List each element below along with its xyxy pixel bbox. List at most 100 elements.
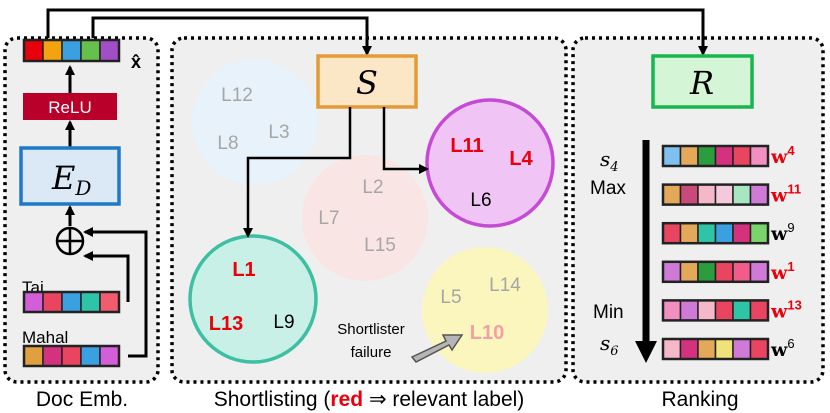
cluster-1-label-c: L3 <box>268 122 289 143</box>
ranked-row-1-vector-cell-2 <box>679 145 699 167</box>
cluster-2-label-a: L2 <box>362 177 383 198</box>
ranked-row-6-vector-cell-6 <box>749 338 769 360</box>
ranked-row-5-vector-cell-6 <box>749 299 769 322</box>
ranked-row: w9 <box>661 220 795 245</box>
relu-block <box>23 93 117 120</box>
token-taj-cell-3 <box>61 291 82 313</box>
ranked-row-3-label: w9 <box>770 220 795 245</box>
token-vector-mahal <box>22 344 121 368</box>
arrow-shortlister-to-cluster-3 <box>382 107 429 174</box>
token-taj-cell-2 <box>42 291 63 313</box>
ranked-row-2-vector-frame <box>661 183 770 206</box>
arrow-shortlister-to-cluster-4 <box>243 107 352 238</box>
output-label: x̂ <box>131 52 141 72</box>
ranked-row-5-vector-cell-2 <box>679 299 699 322</box>
ranked-row-6-vector-cell-5 <box>732 338 752 360</box>
ranked-row-4-vector-cell-6 <box>749 261 769 283</box>
ranked-row-3-vector-cell-6 <box>749 222 769 244</box>
token-mahal-cell-3 <box>61 345 82 367</box>
token-vector-taj <box>22 290 121 314</box>
cluster-3-label-a: L11 <box>450 135 483 157</box>
cluster-3-label-c: L6 <box>470 190 491 211</box>
ranked-row-1-vector-cell-5 <box>732 145 752 167</box>
cluster-5-label-c: L10 <box>470 322 504 344</box>
min-label: Min <box>593 302 624 323</box>
max-label: Max <box>590 178 626 199</box>
ranked-row: w13 <box>661 297 802 322</box>
failure-arrow <box>410 334 464 363</box>
ranked-row: w1 <box>661 259 795 284</box>
ranked-row-4-vector-cell-5 <box>732 261 752 283</box>
ranking-panel <box>571 36 825 384</box>
ranked-row-5-vector-cell-4 <box>714 299 734 322</box>
ranker-block <box>651 54 754 109</box>
bottom-score-label: s6 <box>600 331 619 359</box>
token-taj-frame <box>22 290 121 314</box>
ranked-label-list: w4 w11 w9 w1 w13 w6 <box>661 143 802 361</box>
output-embedding-cell-1 <box>23 39 44 62</box>
output-embedding-vector <box>22 38 121 63</box>
shortlister-block <box>316 54 418 109</box>
failure-label-line-2: failure <box>351 344 392 361</box>
cluster-4-label-a: L1 <box>232 259 255 281</box>
encoder-block <box>19 146 121 206</box>
ranked-row-4-label: w1 <box>770 259 795 284</box>
ranked-row-2-vector-cell-4 <box>714 183 734 206</box>
top-score-label: s4 <box>600 147 619 175</box>
ranked-row-1-vector-cell-1 <box>662 145 682 167</box>
ranked-row-5-vector-cell-5 <box>732 299 752 322</box>
output-embedding-cell-5 <box>99 39 120 62</box>
ranked-row-1-vector-cell-4 <box>714 145 734 167</box>
ranker-label: R <box>689 64 714 102</box>
output-embedding-cell-3 <box>61 39 82 62</box>
ranked-row-4-vector-cell-1 <box>662 261 682 283</box>
cluster-5 <box>422 247 548 373</box>
ranked-row-1-label: w4 <box>770 143 795 168</box>
ranked-row-4-vector-cell-2 <box>679 261 699 283</box>
ranked-row: w6 <box>661 336 795 361</box>
cluster-4-label-b: L13 <box>209 313 243 335</box>
connector-to-ranker <box>91 16 372 56</box>
ranked-row-3-vector-cell-4 <box>714 222 734 244</box>
token-mahal-cell-5 <box>99 345 120 367</box>
connector-mahal <box>83 227 148 358</box>
output-embedding-cell-4 <box>80 39 101 62</box>
ranked-row-6-label: w6 <box>770 336 795 361</box>
ranked-row-4-vector-cell-3 <box>697 261 717 283</box>
ranked-row-5-vector-frame <box>661 299 770 322</box>
failure-label-line-1: Shortlister <box>337 321 405 338</box>
ranked-row-2-vector-cell-6 <box>749 183 769 206</box>
cluster-1-label-b: L8 <box>217 133 238 154</box>
ranked-row-5-label: w13 <box>770 297 802 322</box>
cluster-4 <box>188 234 318 364</box>
ranked-row-2-vector-cell-3 <box>697 183 717 206</box>
ranked-row-2-vector-cell-2 <box>679 183 699 206</box>
ranked-row-3-vector-cell-3 <box>697 222 717 244</box>
shortlister-label: S <box>356 64 378 102</box>
cluster-4-label-c: L9 <box>273 312 294 333</box>
output-embedding-cell-2 <box>42 39 63 62</box>
ranked-row: w4 <box>661 143 795 168</box>
ranked-row-1-vector-cell-6 <box>749 145 769 167</box>
ranked-row-3-vector-cell-1 <box>662 222 682 244</box>
ranked-row-4-vector-frame <box>661 260 770 284</box>
ranked-row: w11 <box>661 182 801 207</box>
token-taj-cell-1 <box>23 291 44 313</box>
ranked-row-2-vector-cell-1 <box>662 183 682 206</box>
token-taj-cell-4 <box>80 291 101 313</box>
ranked-row-1-vector-cell-3 <box>697 145 717 167</box>
token-mahal-cell-1 <box>23 345 44 367</box>
output-embedding-frame <box>22 38 121 63</box>
cluster-1 <box>192 59 318 185</box>
ranked-row-2-vector-cell-5 <box>732 183 752 206</box>
token-taj-cell-5 <box>99 291 120 313</box>
ranked-row-3-vector-cell-2 <box>679 222 699 244</box>
ranked-row-3-vector-frame <box>661 221 770 245</box>
token-mahal-frame <box>22 344 121 368</box>
cluster-3 <box>425 98 555 228</box>
connector-taj <box>83 251 130 302</box>
doc-emb-caption: Doc Emb. <box>36 388 128 411</box>
relu-label: ReLU <box>48 98 91 117</box>
ranked-row-6-vector-cell-2 <box>679 338 699 360</box>
